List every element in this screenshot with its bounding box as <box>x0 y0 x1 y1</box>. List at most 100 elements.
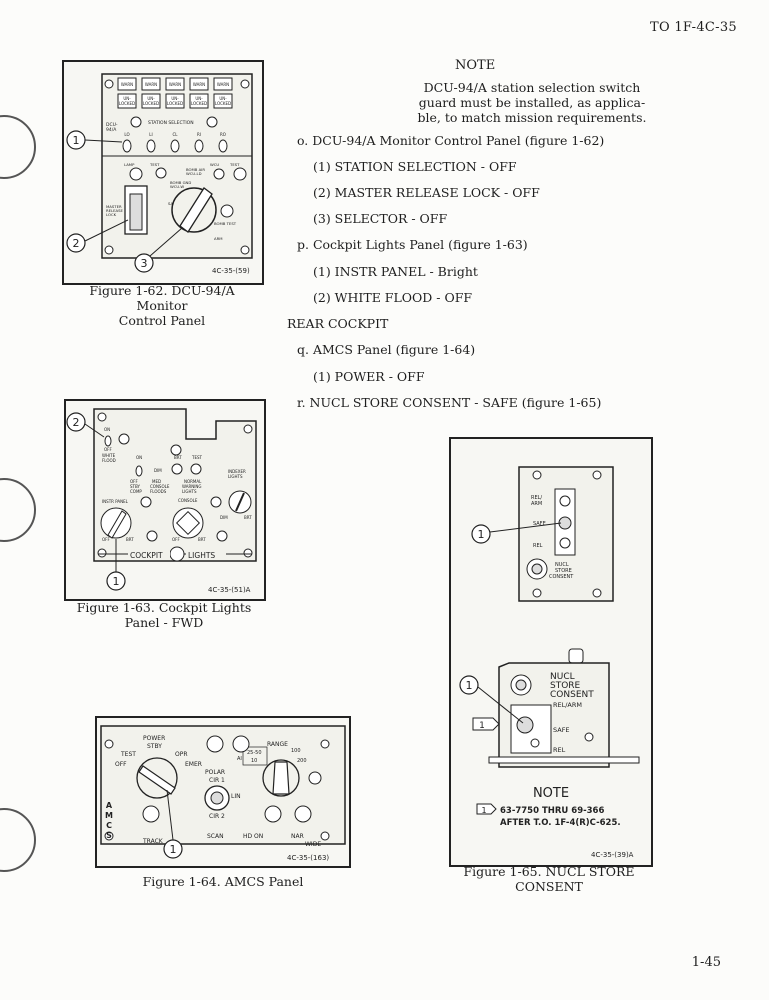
figure-1-65-caption: Figure 1-65. NUCL STORE CONSENT <box>449 864 649 894</box>
callout-circle <box>471 524 491 544</box>
dim-label: DIM <box>154 468 162 473</box>
note-line: DCU-94/A station selection switch <box>423 80 641 95</box>
wcu-label: WCU <box>210 162 219 167</box>
lamp-test-knob <box>129 167 143 181</box>
unlocked-label: UN- <box>171 96 179 101</box>
off-label: OFF <box>172 537 180 542</box>
mounting-bracket <box>488 756 640 764</box>
unlocked-label: LOCKED <box>167 101 183 106</box>
note-body: DCU-94/A station selection switch guard … <box>372 80 692 125</box>
knob-icon <box>146 530 158 542</box>
arm-label: ARM <box>214 236 223 241</box>
test-label: TEST <box>191 455 203 460</box>
cir2-label: CIR 2 <box>209 813 225 820</box>
knob-icon <box>171 463 183 475</box>
unlocked-label: UN- <box>195 96 203 101</box>
dim-label: DIM <box>220 515 228 520</box>
unlocked-label: UN- <box>147 96 155 101</box>
screw-icon <box>104 79 114 89</box>
power-label: POWER <box>143 735 165 742</box>
note-reference-number: 1 <box>479 721 485 731</box>
big-store-label: STORE <box>550 681 581 691</box>
safe-label: SAFE <box>533 521 546 527</box>
rel-arm-label: ARM <box>531 501 542 507</box>
warn-label: WARN <box>217 82 229 87</box>
white-flood-label: FLOOD <box>102 458 116 463</box>
step-q-1: (1) POWER - OFF <box>313 369 425 384</box>
station-li-label: LI <box>149 132 152 137</box>
figure-1-65-code: 4C-35-(39)A <box>591 851 634 859</box>
figure-note-title: NOTE <box>533 786 569 801</box>
big-safe-label: SAFE <box>553 726 570 734</box>
knob-icon <box>190 463 202 475</box>
stby-comp-label: STBY <box>130 484 141 489</box>
callout-1: 1 <box>170 843 177 856</box>
off-label: OFF <box>115 761 127 768</box>
knob-icon <box>210 496 222 508</box>
step-o-2: (2) MASTER RELEASE LOCK - OFF <box>313 185 540 200</box>
off-label: OFF <box>130 479 138 484</box>
indexer-lights-label: INDEXER <box>228 469 246 474</box>
console-label: CONSOLE <box>178 498 198 503</box>
amcs-letter: A <box>106 801 113 810</box>
test-label: TEST <box>120 751 136 758</box>
master-release-label: RELEASE <box>106 208 124 213</box>
note-line: guard must be installed, as applica- <box>418 95 646 110</box>
figure-1-63-caption: Figure 1-63. Cockpit Lights Panel - FWD <box>64 600 264 630</box>
wide-label: WIDE <box>305 841 321 848</box>
figure-1-64-illustration: POWER STBY TEST OPR OFF EMER POLAR CIR 1… <box>100 725 346 862</box>
screw-icon <box>104 245 114 255</box>
screw-icon <box>592 470 602 480</box>
caption-line: Figure 1-63. Cockpit Lights <box>76 600 252 615</box>
station-selection-label: STATION SELECTION <box>148 120 194 126</box>
rel-label: REL <box>533 543 543 549</box>
knob-icon <box>294 805 312 823</box>
nucl-label: NUCL <box>555 562 569 568</box>
callout-3: 3 <box>141 257 148 270</box>
range-100: 100 <box>291 748 301 754</box>
bomb-air-label: BOMB AIR <box>186 167 205 172</box>
callout-circle <box>459 675 479 695</box>
callout-1: 1 <box>113 575 120 588</box>
figure-1-64-caption: Figure 1-64. AMCS Panel <box>142 874 304 889</box>
screw-icon <box>240 245 250 255</box>
screw-icon <box>592 588 602 598</box>
screw-icon <box>532 470 542 480</box>
hd-on-label: HD ON <box>243 833 263 840</box>
screw-icon <box>97 548 107 558</box>
normal-label: NORMAL <box>184 479 202 484</box>
bomb-gnd-label: BOMB GND <box>170 180 191 185</box>
unlocked-label: UN- <box>219 96 227 101</box>
step-p-2: (2) WHITE FLOOD - OFF <box>313 290 473 305</box>
stby-comp-label: COMP <box>130 489 142 494</box>
step-o-1: (1) STATION SELECTION - OFF <box>313 159 517 174</box>
figure-1-63-illustration: ON OFF WHITE FLOOD ON BRT TEST DIM OFF M… <box>66 408 257 594</box>
screw-icon <box>584 732 594 742</box>
figure-1-62-illustration: WARN WARN WARN WARN WARN UN- LOCKED UN- … <box>66 73 253 275</box>
bomb-test-label: BOMB TEST <box>214 221 237 226</box>
station-ri-label: RI <box>197 132 201 137</box>
caption-line: Figure 1-65. NUCL STORE <box>463 864 635 879</box>
unlocked-label: LOCKED <box>191 101 207 106</box>
page-number: 1-45 <box>691 955 721 970</box>
unlocked-label: LOCKED <box>143 101 159 106</box>
knob-icon <box>308 771 322 785</box>
cockpit-title-left: COCKPIT <box>130 551 163 560</box>
lamp-label: LAMP <box>124 162 135 167</box>
knob-icon <box>142 805 160 823</box>
amcs-letter: S <box>106 831 112 840</box>
figure-note-line: 63-7750 THRU 69-366 <box>500 806 604 816</box>
station-toggle <box>194 139 204 153</box>
caption-line: CONSENT <box>515 879 583 894</box>
unlocked-label: LOCKED <box>119 101 135 106</box>
step-o-3: (3) SELECTOR - OFF <box>313 211 448 226</box>
station-selection-knob <box>130 116 142 128</box>
figure-1-65-illustration: REL/ ARM SAFE REL NUCL STORE CONSENT 1 N… <box>459 466 640 859</box>
caption-line: Panel - FWD <box>124 615 204 630</box>
warn-label: WARN <box>169 82 181 87</box>
range-knob <box>272 761 290 795</box>
range-25-50: 25-50 <box>247 750 262 756</box>
test-knob <box>155 167 167 179</box>
wcu-knob <box>213 168 225 180</box>
screw-icon <box>97 412 107 422</box>
